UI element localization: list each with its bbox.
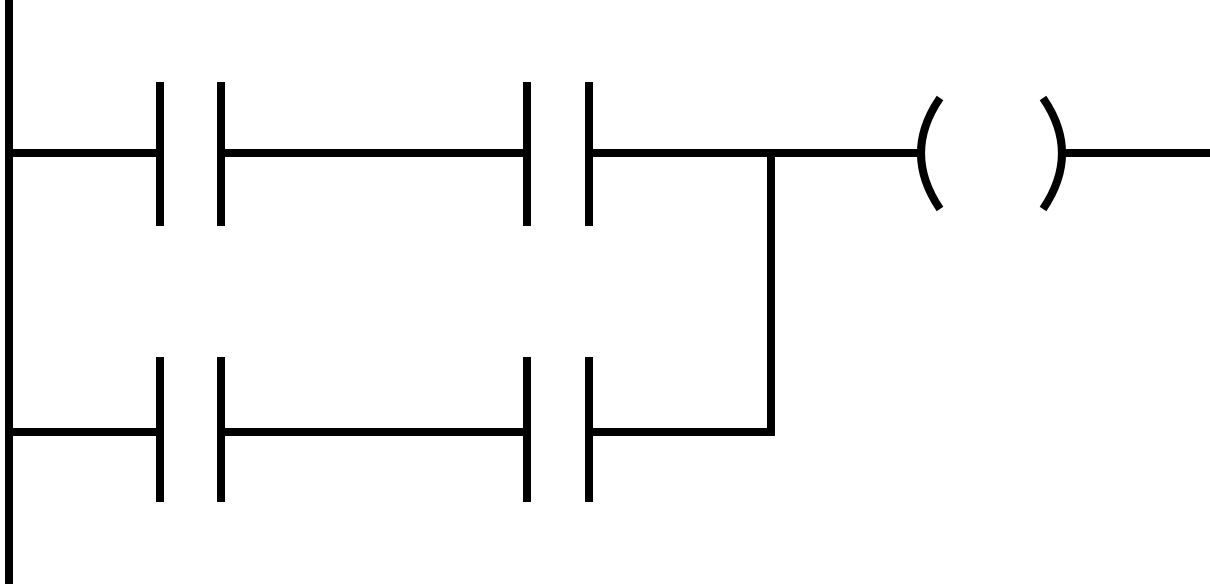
rung-1	[9, 82, 1210, 226]
contact-2-no	[523, 82, 593, 226]
output-coil	[917, 95, 1066, 212]
contact-3-no	[156, 357, 225, 502]
contact-1-no	[156, 82, 225, 226]
contact-4-no	[523, 357, 593, 502]
rung-2-branch	[9, 153, 775, 502]
branch-wire	[589, 153, 775, 436]
